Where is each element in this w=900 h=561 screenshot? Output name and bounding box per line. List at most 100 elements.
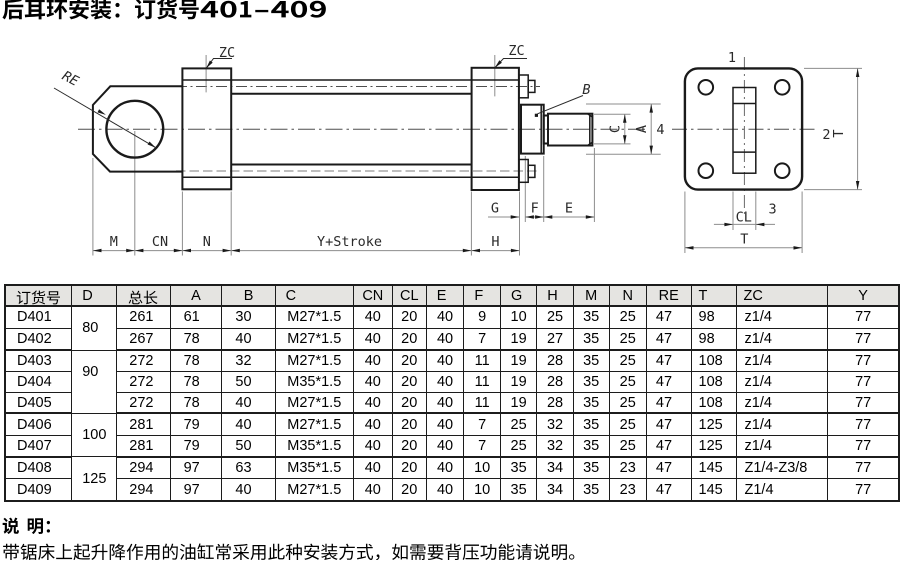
cell-zc: z1/4 (735, 305, 828, 329)
cell-h: 32 (536, 412, 574, 436)
cell-b: 40 (221, 412, 276, 436)
cell-b: 50 (221, 434, 276, 458)
cell-cl: 20 (391, 370, 427, 393)
cell-h: 32 (536, 434, 574, 458)
col-header-t: T (690, 284, 737, 307)
cell-order: D408 (4, 456, 73, 480)
cell-h: 34 (536, 456, 574, 480)
cell-cn: 40 (352, 456, 393, 480)
cell-n: 25 (608, 434, 647, 458)
cell-n: 25 (608, 391, 647, 415)
col-header-h: H (536, 284, 574, 307)
cell-total: 294 (116, 456, 171, 480)
cell-m: 35 (572, 370, 610, 393)
cell-t: 108 (690, 349, 737, 372)
cell-f: 10 (463, 478, 501, 502)
cell-re: 47 (645, 370, 692, 393)
cell-cl: 20 (391, 327, 427, 351)
note-heading (2, 517, 62, 535)
cell-f: 11 (463, 391, 501, 415)
cell-h: 28 (536, 349, 574, 372)
cell-c: M35*1.5 (274, 370, 354, 393)
cell-y: 77 (826, 478, 900, 502)
cell-g: 19 (499, 391, 538, 415)
cell-bore-group: 80 (71, 305, 118, 351)
dim-label-cl: CL (736, 210, 752, 226)
cell-cl: 20 (391, 434, 427, 458)
cell-t: 145 (690, 456, 737, 480)
cell-total: 267 (116, 327, 171, 351)
cell-a: 78 (169, 349, 223, 372)
cell-cl: 20 (391, 456, 427, 480)
cell-total: 281 (116, 434, 171, 458)
col-header-label: M (585, 287, 598, 304)
col-header-label: D (82, 287, 93, 304)
col-header-n: N (608, 284, 647, 307)
cell-e: 40 (425, 349, 465, 372)
cell-cn: 40 (352, 434, 393, 458)
bore-group-wrap: 125 (82, 458, 116, 500)
bore-group-wrap: 100 (82, 414, 116, 456)
col-header-f: F (463, 284, 501, 307)
cell-cn: 40 (352, 391, 393, 415)
cell-m: 35 (572, 478, 610, 502)
cell-total: 261 (116, 305, 171, 329)
cell-f: 11 (463, 349, 501, 372)
cell-total: 272 (116, 349, 171, 372)
col-header-cn: CN (352, 284, 393, 307)
axis-label-2: 2 (822, 127, 830, 143)
cell-bore-group: 90 (71, 349, 118, 414)
cell-t: 125 (690, 412, 737, 436)
cell-e: 40 (425, 434, 465, 458)
cell-c: M35*1.5 (274, 434, 354, 458)
cell-f: 9 (463, 305, 501, 329)
cell-y: 77 (826, 412, 900, 436)
cell-order: D409 (4, 478, 73, 502)
cell-n: 25 (608, 327, 647, 351)
cell-zc: z1/4 (735, 391, 828, 415)
cell-y: 77 (826, 391, 900, 415)
cell-g: 25 (499, 434, 538, 458)
cell-g: 35 (499, 478, 538, 502)
col-header-order (4, 284, 73, 307)
col-header-m: M (572, 284, 610, 307)
cell-c: M27*1.5 (274, 478, 354, 502)
dim-label-e: E (565, 201, 573, 217)
col-header-label: G (510, 287, 523, 304)
cell-b: 40 (221, 327, 276, 351)
col-header-zc: ZC (735, 284, 828, 307)
cell-order: D402 (4, 327, 73, 351)
dim-label-h: H (491, 234, 499, 250)
cell-c: M27*1.5 (274, 305, 354, 329)
cell-n: 23 (608, 478, 647, 502)
cell-total: 272 (116, 391, 171, 415)
cell-y: 77 (826, 327, 900, 351)
cell-order: D403 (4, 349, 73, 372)
cell-a: 78 (169, 327, 223, 351)
cell-order: D406 (4, 412, 73, 436)
cell-re: 47 (645, 327, 692, 351)
cell-cn: 40 (352, 327, 393, 351)
axis-label-4: 4 (656, 122, 664, 138)
cell-f: 7 (463, 434, 501, 458)
col-header-label: N (622, 287, 633, 304)
col-header-cl: CL (391, 284, 427, 307)
cell-e: 40 (425, 478, 465, 502)
cell-g: 19 (499, 349, 538, 372)
cell-e: 40 (425, 391, 465, 415)
technical-drawing: RE ZC ZC B C A 4 G F E H M CN N Y+Stroke… (53, 43, 862, 256)
cell-bore-group: 125 (71, 456, 118, 502)
cell-n: 25 (608, 349, 647, 372)
col-header-label: E (436, 287, 447, 304)
col-header-c: C (274, 284, 354, 307)
cell-t: 108 (690, 391, 737, 415)
cell-m: 35 (572, 434, 610, 458)
dim-label-t-bottom: T (740, 232, 748, 248)
dim-label-t-side: T (831, 129, 847, 137)
dim-label-g: G (491, 201, 499, 217)
